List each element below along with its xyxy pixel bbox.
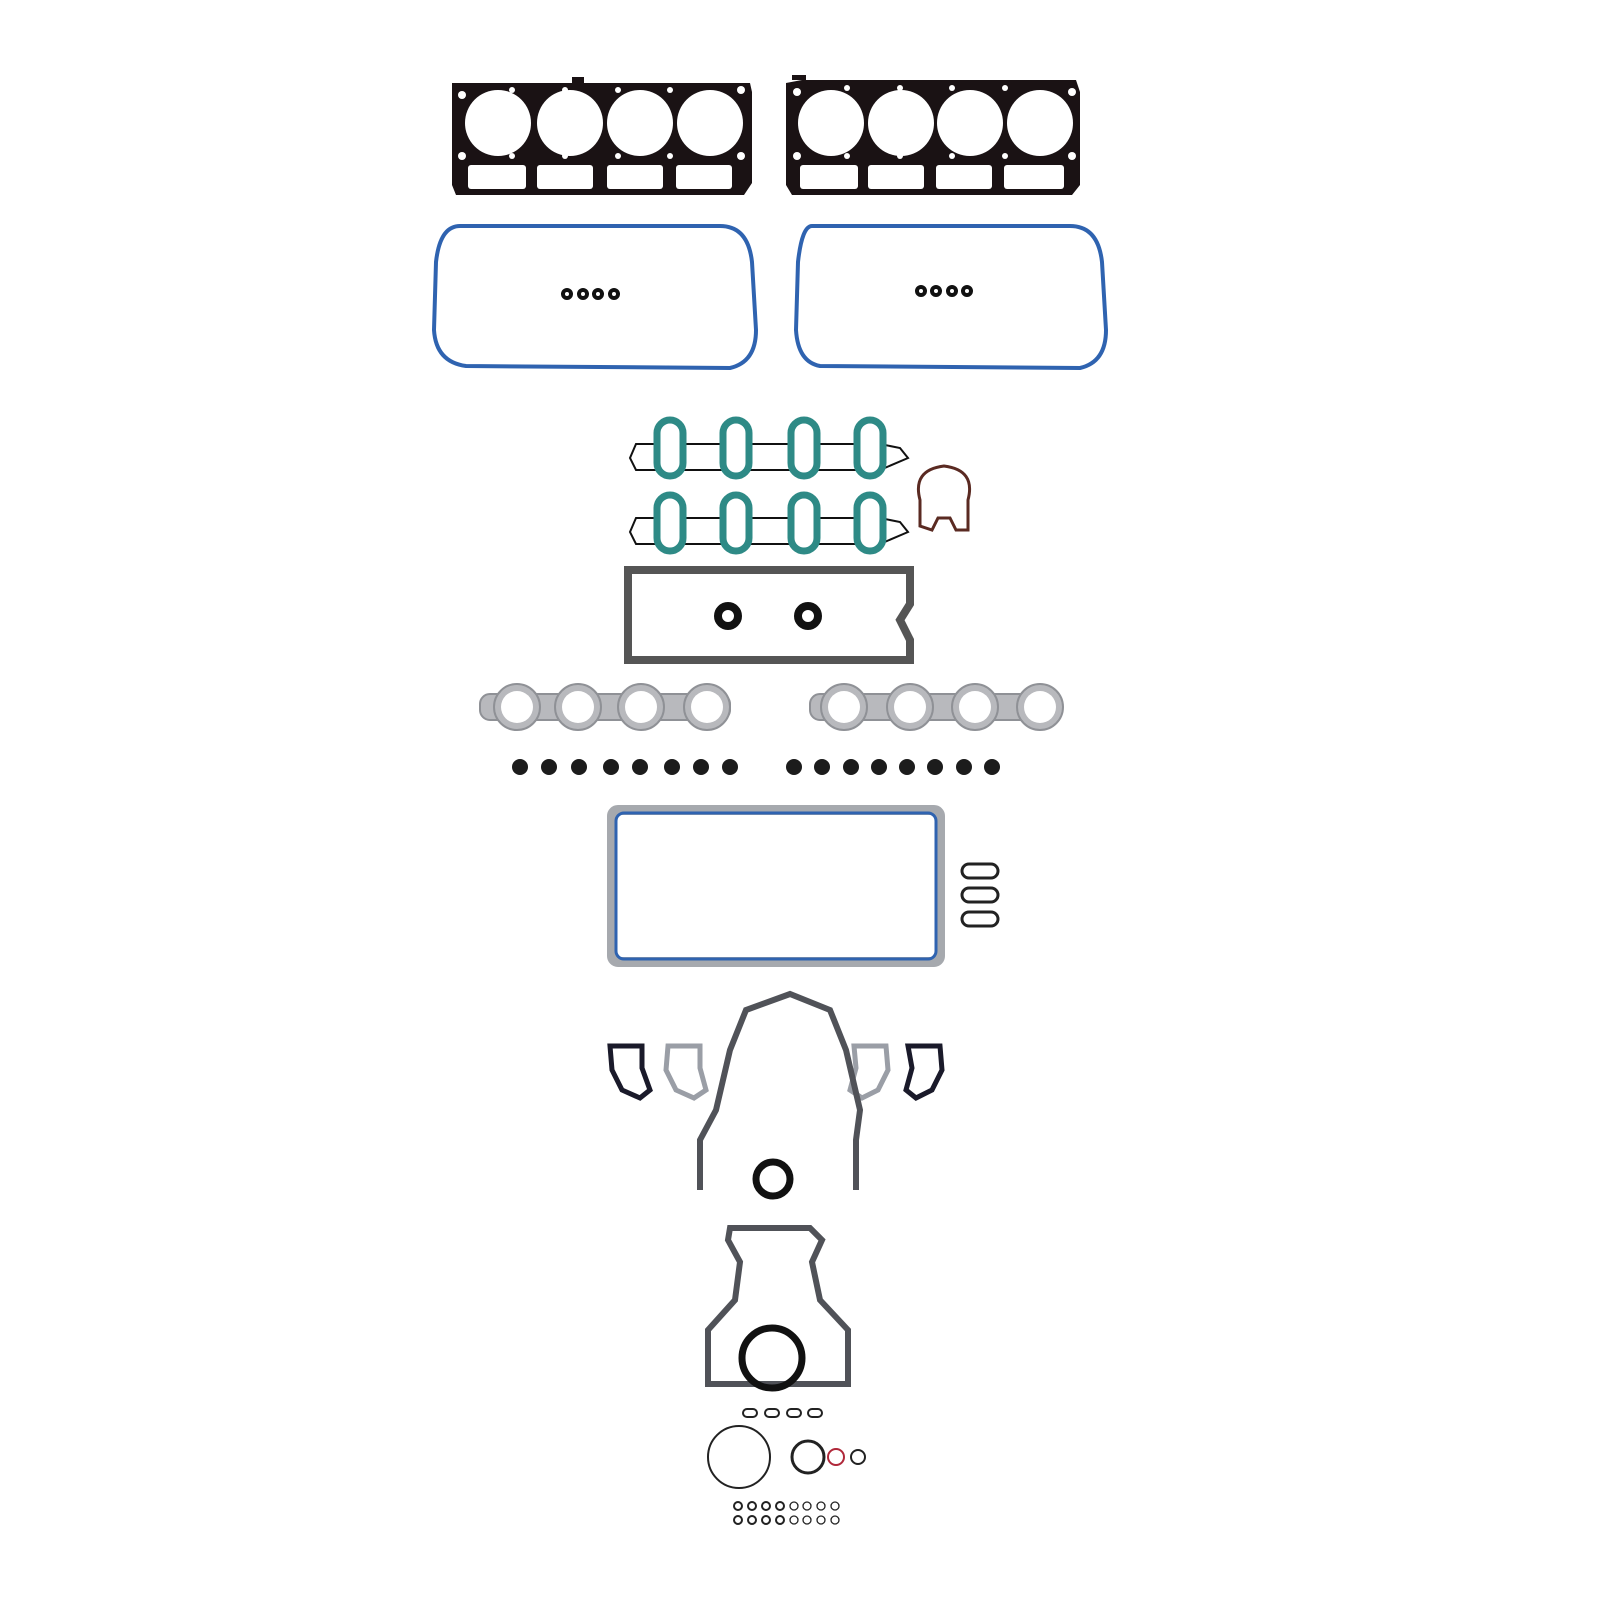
oil-pan-gasket (607, 805, 945, 967)
rear-main-housing-gasket (705, 1225, 851, 1387)
intake-gasket-top (628, 416, 910, 480)
valley-seal-right (793, 224, 1109, 371)
water-pump-gaskets (607, 1043, 945, 1101)
o-rings-grid (733, 1501, 840, 1525)
head-gasket-left (452, 77, 752, 195)
valve-cover-gasket (624, 566, 914, 664)
oil-cooler-gaskets (960, 862, 1000, 928)
rear-main-seal (738, 1324, 806, 1392)
intake-gasket-bottom (628, 491, 910, 555)
exhaust-gasket-right (809, 683, 1064, 731)
head-gasket-right (786, 75, 1080, 195)
timing-cover-gasket (697, 990, 864, 1190)
valve-stem-seals (512, 759, 1000, 775)
small-seals (707, 1408, 866, 1489)
throttle-body-gasket (917, 464, 971, 532)
exhaust-gasket-left (479, 683, 731, 731)
intake-gaskets (628, 416, 910, 555)
front-crank-seal (752, 1158, 794, 1200)
valley-seal-left (431, 224, 759, 371)
exhaust-gaskets (479, 683, 1064, 731)
